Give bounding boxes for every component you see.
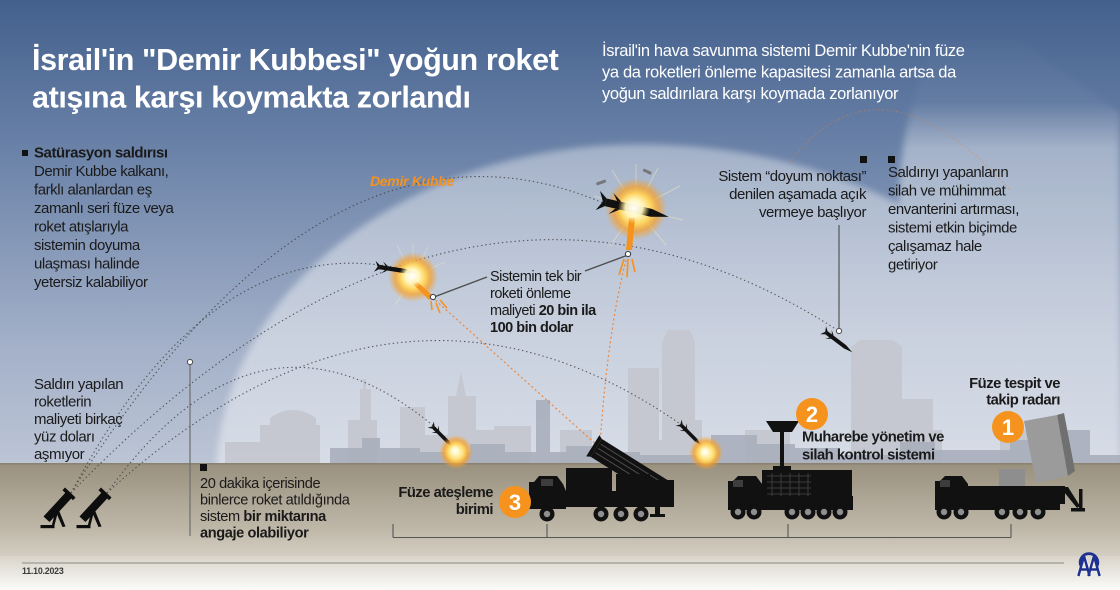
svg-text:Demir Kubbe: Demir Kubbe (370, 173, 454, 189)
svg-text:vermeye başlıyor: vermeye başlıyor (759, 204, 866, 221)
svg-text:11.10.2023: 11.10.2023 (22, 566, 64, 576)
svg-text:Saldırıyı yapanların: Saldırıyı yapanların (888, 164, 1008, 181)
svg-text:Satürasyon saldırısı: Satürasyon saldırısı (34, 145, 168, 162)
svg-text:sistemi etkin biçimde: sistemi etkin biçimde (888, 220, 1017, 237)
svg-text:Saldırı yapılan: Saldırı yapılan (34, 376, 123, 393)
svg-text:Sistemin tek bir: Sistemin tek bir (490, 269, 582, 285)
svg-text:İsrail'in "Demir Kubbesi" yoğu: İsrail'in "Demir Kubbesi" yoğun roket (32, 43, 559, 77)
svg-text:silah ve mühimmat: silah ve mühimmat (888, 183, 1007, 200)
svg-text:zamanlı seri füze veya: zamanlı seri füze veya (34, 200, 174, 217)
svg-text:birimi: birimi (456, 502, 494, 518)
svg-text:Demir Kubbe kalkanı,: Demir Kubbe kalkanı, (34, 163, 168, 180)
svg-text:yetersiz kalabiliyor: yetersiz kalabiliyor (34, 274, 148, 291)
svg-text:maliyeti birkaç: maliyeti birkaç (34, 411, 123, 428)
svg-text:2: 2 (806, 402, 818, 427)
svg-text:1: 1 (1002, 415, 1014, 440)
svg-text:binlerce roket atıldığında: binlerce roket atıldığında (200, 493, 351, 509)
svg-text:ulaşması halinde: ulaşması halinde (34, 256, 139, 273)
svg-text:yoğun saldırılara karşı koymad: yoğun saldırılara karşı koymada zorlanıy… (602, 85, 899, 103)
svg-text:İsrail'in hava savunma sistemi: İsrail'in hava savunma sistemi Demir Kub… (602, 41, 965, 60)
svg-text:roketlerin: roketlerin (34, 394, 91, 411)
svg-text:Muharebe yönetim ve: Muharebe yönetim ve (802, 430, 944, 446)
svg-text:ya da roketleri önleme kapasit: ya da roketleri önleme kapasitesi zamanl… (602, 64, 957, 82)
svg-text:Füze tespit ve: Füze tespit ve (969, 376, 1060, 392)
svg-text:Füze ateşleme: Füze ateşleme (398, 485, 493, 501)
svg-text:angaje olabiliyor: angaje olabiliyor (200, 526, 309, 542)
svg-text:envanterini artırması,: envanterini artırması, (888, 201, 1019, 218)
svg-text:atışına karşı koymakta zorland: atışına karşı koymakta zorlandı (32, 81, 471, 115)
svg-text:3: 3 (509, 490, 521, 515)
svg-text:20 dakika içerisinde: 20 dakika içerisinde (200, 476, 320, 492)
svg-text:roketi önleme: roketi önleme (490, 286, 571, 302)
svg-text:farklı alanlardan eş: farklı alanlardan eş (34, 182, 152, 199)
svg-text:çalışamaz hale: çalışamaz hale (888, 238, 982, 255)
svg-text:silah kontrol sistemi: silah kontrol sistemi (802, 448, 935, 464)
svg-text:takip radarı: takip radarı (986, 393, 1060, 409)
svg-text:yüz doları: yüz doları (34, 429, 95, 446)
svg-text:maliyeti 20 bin ila: maliyeti 20 bin ila (490, 303, 597, 319)
svg-text:sistemin doyuma: sistemin doyuma (34, 237, 141, 254)
svg-text:Sistem “doyum noktası”: Sistem “doyum noktası” (718, 168, 866, 185)
svg-text:100 bin dolar: 100 bin dolar (490, 320, 574, 336)
svg-text:denilen aşamada açık: denilen aşamada açık (729, 186, 867, 203)
svg-text:roket atışlarıyla: roket atışlarıyla (34, 219, 129, 236)
svg-text:getiriyor: getiriyor (888, 257, 938, 274)
svg-text:sistem bir miktarına: sistem bir miktarına (200, 509, 327, 525)
svg-text:aşmıyor: aşmıyor (34, 446, 85, 463)
